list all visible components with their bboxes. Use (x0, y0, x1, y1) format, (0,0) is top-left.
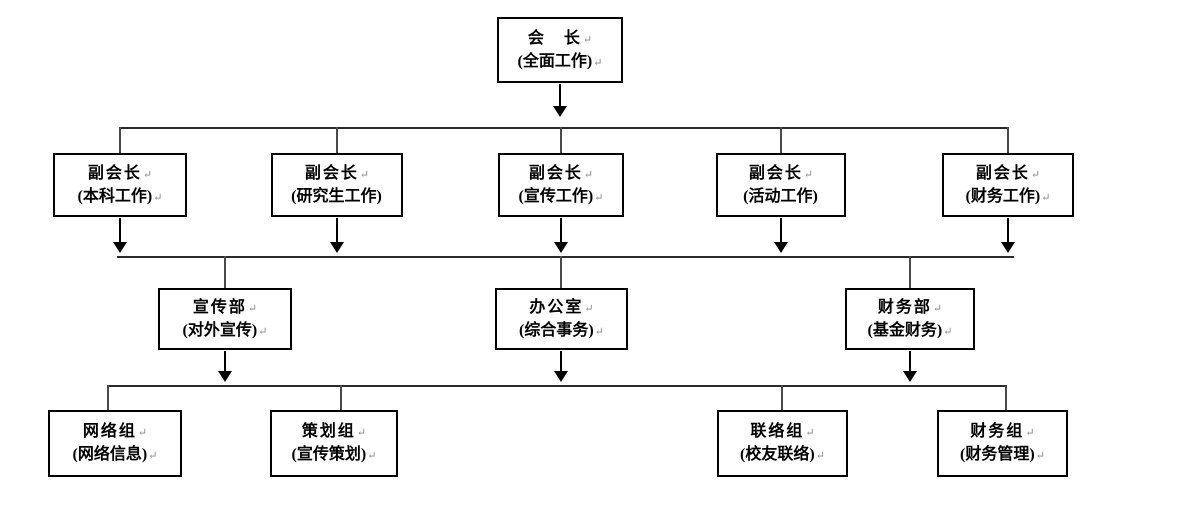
node-subtitle: (财务工作)↵ (965, 187, 1051, 205)
connector-drop (336, 127, 338, 153)
node-title: 财务部↵ (877, 298, 943, 316)
connector-bus-3 (107, 385, 1007, 387)
arrow-shaft (560, 351, 562, 371)
node-dept-finance: 财务部↵ (基金财务)↵ (845, 288, 975, 350)
node-subtitle: (全面工作)↵ (517, 52, 603, 70)
node-vp-activity: 副会长↵ (活动工作) (716, 153, 846, 217)
return-mark-icon: ↵ (153, 191, 163, 204)
return-mark-icon: ↵ (1030, 168, 1041, 181)
return-mark-icon: ↵ (803, 168, 814, 181)
node-title: 副会长↵ (975, 164, 1041, 182)
node-title: 联络组↵ (750, 423, 815, 440)
node-vp-finance: 副会长↵ (财务工作)↵ (942, 153, 1074, 217)
return-mark-icon: ↵ (1035, 450, 1045, 462)
return-mark-icon: ↵ (356, 427, 367, 439)
return-mark-icon: ↵ (582, 33, 593, 46)
return-mark-icon: ↵ (805, 427, 815, 439)
node-dept-office: 办公室↵ (综合事务)↵ (495, 288, 628, 350)
node-subtitle: (对外宣传)↵ (182, 321, 268, 339)
connector-drop (1007, 127, 1009, 153)
connector-bus-1 (119, 127, 1009, 129)
arrow-shaft (119, 218, 121, 242)
arrow-shaft (559, 84, 561, 106)
down-arrow-icon (553, 106, 567, 117)
down-arrow-icon (330, 242, 344, 253)
connector-drop (909, 256, 911, 288)
node-subtitle: (校友联络)↵ (740, 446, 825, 463)
node-subtitle: (本科工作)↵ (77, 187, 163, 205)
node-subtitle: (活动工作) (743, 187, 818, 205)
connector-bus-2 (117, 256, 1014, 258)
node-grp-network: 网络组↵ (网络信息)↵ (48, 410, 182, 477)
node-title: 策划组↵ (301, 423, 367, 440)
return-mark-icon: ↵ (583, 168, 594, 181)
node-grp-liaison: 联络组↵ (校友联络)↵ (717, 410, 848, 477)
connector-drop (560, 256, 562, 288)
return-mark-icon: ↵ (137, 427, 148, 439)
node-title: 副会长↵ (87, 164, 153, 182)
node-subtitle: (综合事务)↵ (519, 321, 604, 339)
node-vp-publicity: 副会长↵ (宣传工作)↵ (498, 153, 624, 217)
return-mark-icon: ↵ (1025, 427, 1035, 439)
node-vp-graduate: 副会长↵ (研究生工作) (271, 153, 403, 217)
node-title: 办公室↵ (529, 298, 594, 316)
return-mark-icon: ↵ (1041, 191, 1051, 204)
connector-drop (107, 385, 109, 410)
return-mark-icon: ↵ (142, 168, 153, 181)
connector-drop (119, 127, 121, 153)
node-title: 宣传部↵ (192, 298, 258, 316)
down-arrow-icon (113, 242, 127, 253)
down-arrow-icon (1001, 242, 1015, 253)
return-mark-icon: ↵ (247, 302, 258, 315)
node-grp-planning: 策划组↵ (宣传策划)↵ (270, 410, 398, 477)
return-mark-icon: ↵ (815, 450, 825, 462)
node-grp-finance: 财务组↵ (财务管理)↵ (937, 410, 1068, 477)
arrow-shaft (780, 218, 782, 242)
down-arrow-icon (774, 242, 788, 253)
down-arrow-icon (554, 242, 568, 253)
return-mark-icon: ↵ (367, 450, 377, 462)
node-title: 会 长↵ (527, 29, 593, 47)
node-title: 网络组↵ (82, 423, 148, 440)
node-title: 副会长↵ (528, 164, 594, 182)
node-subtitle: (财务管理)↵ (960, 446, 1045, 463)
return-mark-icon: ↵ (594, 191, 604, 204)
node-subtitle: (宣传策划)↵ (291, 446, 377, 463)
down-arrow-icon (903, 371, 917, 382)
node-subtitle: (基金财务)↵ (867, 321, 953, 339)
connector-drop (781, 385, 783, 410)
return-mark-icon: ↵ (258, 325, 268, 338)
arrow-shaft (224, 351, 226, 371)
arrow-shaft (909, 351, 911, 371)
node-subtitle: (网络信息)↵ (72, 446, 158, 463)
connector-drop (224, 256, 226, 288)
return-mark-icon: ↵ (943, 325, 953, 338)
return-mark-icon: ↵ (148, 450, 158, 462)
arrow-shaft (1007, 218, 1009, 242)
arrow-shaft (336, 218, 338, 242)
return-mark-icon: ↵ (593, 56, 603, 69)
node-president: 会 长↵ (全面工作)↵ (497, 17, 623, 83)
return-mark-icon: ↵ (584, 302, 594, 315)
connector-drop (780, 127, 782, 153)
arrow-shaft (560, 218, 562, 242)
return-mark-icon: ↵ (594, 325, 604, 338)
down-arrow-icon (218, 371, 232, 382)
connector-drop (340, 385, 342, 410)
node-title: 副会长↵ (304, 164, 370, 182)
node-subtitle: (宣传工作)↵ (518, 187, 604, 205)
node-title: 财务组↵ (970, 423, 1035, 440)
node-title: 副会长↵ (748, 164, 814, 182)
node-subtitle: (研究生工作) (291, 187, 382, 205)
return-mark-icon: ↵ (359, 168, 370, 181)
node-vp-undergrad: 副会长↵ (本科工作)↵ (53, 153, 187, 217)
node-dept-publicity: 宣传部↵ (对外宣传)↵ (158, 288, 292, 350)
down-arrow-icon (554, 371, 568, 382)
connector-drop (560, 127, 562, 153)
connector-drop (1005, 385, 1007, 410)
return-mark-icon: ↵ (932, 302, 943, 315)
